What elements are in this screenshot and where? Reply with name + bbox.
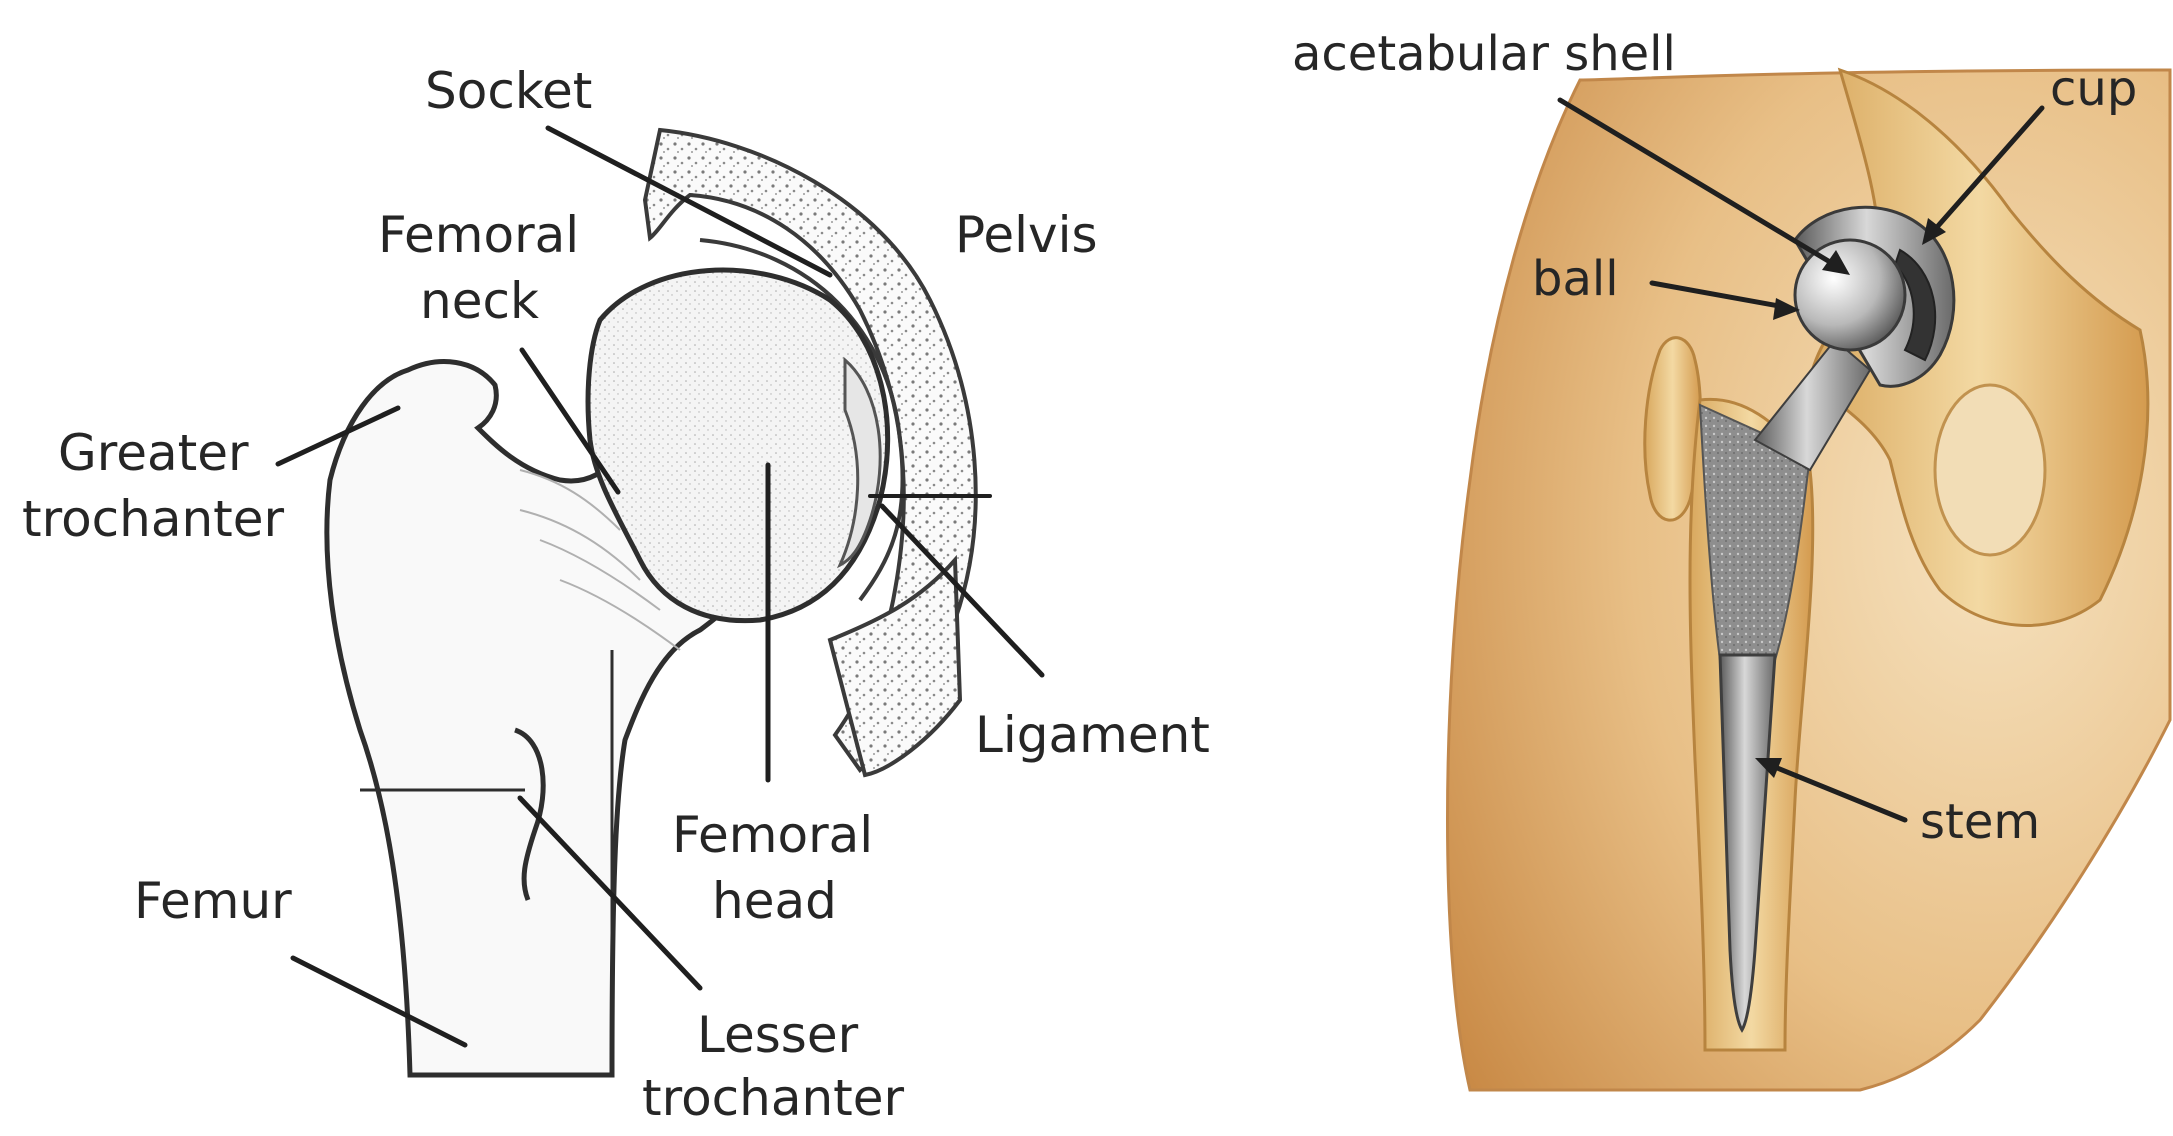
femur-label: Femur — [134, 872, 292, 930]
anatomical-hip-drawing: Socket Femoral neck Pelvis Greater troch… — [22, 62, 1210, 1127]
lesser-trochanter-label-line1: Lesser — [697, 1006, 859, 1064]
socket-label: Socket — [425, 62, 592, 120]
cup-arrowhead — [1922, 218, 1946, 245]
femoral-neck-hatching — [519, 469, 681, 651]
acetabular-shell-label: acetabular shell — [1292, 26, 1676, 82]
cup-leader — [1927, 105, 2045, 238]
ligament-label: Ligament — [975, 706, 1210, 764]
hip-replacement-illustration: acetabular shell cup ball stem — [1292, 26, 2172, 1092]
pelvis-lower-lip — [827, 554, 963, 778]
socket-leader — [545, 125, 833, 278]
femoral-neck-label-line2: neck — [420, 272, 539, 330]
pelvis-label: Pelvis — [955, 206, 1098, 264]
stem-metal-shaft — [1718, 653, 1777, 1033]
femur-leader — [290, 955, 468, 1048]
stem-leader — [1762, 760, 1908, 823]
ligament-tissue — [836, 356, 882, 569]
greater-trochanter-label-line1: Greater — [58, 424, 249, 482]
obturator-foramen — [1933, 383, 2047, 557]
ball-arrowhead — [1773, 298, 1800, 320]
stem-label: stem — [1920, 794, 2040, 850]
lesser-trochanter-bump — [514, 727, 546, 901]
femoral-head-label-line1: Femoral — [672, 806, 873, 864]
ligament-leader — [879, 503, 1045, 678]
acetabular-shell-arrowhead — [1822, 250, 1850, 275]
lesser-trochanter-leader — [517, 795, 703, 991]
femoral-neck-label-line1: Femoral — [378, 206, 579, 264]
greater-trochanter-illustrated — [1643, 336, 1702, 522]
greater-trochanter-label-line2: trochanter — [22, 490, 285, 548]
prosthesis-ball — [1793, 238, 1907, 352]
femoral-neck-leader — [519, 347, 621, 495]
socket-surface — [699, 238, 905, 602]
acetabular-shell-leader — [1557, 97, 1843, 271]
cup-liner — [1893, 248, 1937, 362]
greater-trochanter-leader — [275, 405, 401, 467]
ball-leader — [1649, 280, 1793, 311]
femoral-head-label-line2: head — [712, 872, 837, 930]
cup-label: cup — [2050, 61, 2137, 117]
lesser-trochanter-label-line2: trochanter — [642, 1069, 905, 1127]
stem-arrowhead — [1755, 758, 1782, 778]
ball-label: ball — [1532, 251, 1619, 307]
